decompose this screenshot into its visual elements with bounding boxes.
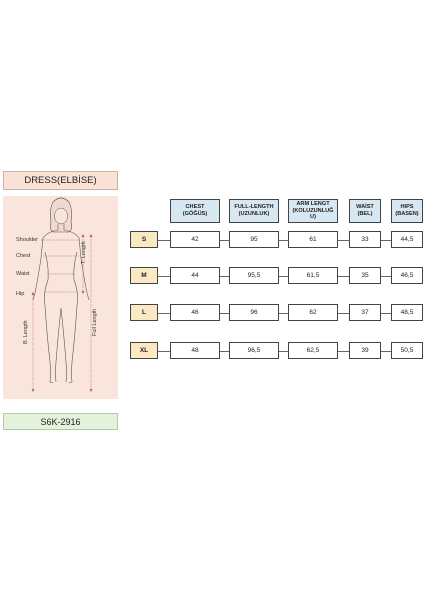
b-length-label: B. Length	[23, 320, 29, 344]
row-connector	[158, 313, 170, 314]
product-code: S6K-2916	[3, 413, 118, 430]
hip-label: Hip	[16, 291, 25, 297]
cell-l-arm-length: 62	[288, 304, 338, 321]
cell-l-chest: 46	[170, 304, 220, 321]
cell-m-hips: 46,5	[391, 267, 423, 284]
header-waist: WAİST (BEL)	[349, 199, 381, 223]
cell-m-waist: 35	[349, 267, 381, 284]
cell-s-waist: 33	[349, 231, 381, 248]
cell-s-arm-length: 61	[288, 231, 338, 248]
row-connector	[279, 240, 288, 241]
size-label-s: S	[130, 231, 158, 248]
cell-xl-chest: 48	[170, 342, 220, 359]
shoulder-label: Shoulder	[16, 237, 39, 243]
cell-m-full-length: 95,5	[229, 267, 279, 284]
row-connector	[158, 240, 170, 241]
cell-l-full-length: 96	[229, 304, 279, 321]
header-chest: CHEST (GÖĞÜS)	[170, 199, 220, 223]
row-connector	[338, 313, 349, 314]
row-connector	[279, 313, 288, 314]
cell-s-full-length: 95	[229, 231, 279, 248]
cell-xl-arm-length: 62,5	[288, 342, 338, 359]
row-connector	[158, 351, 170, 352]
cell-l-hips: 48,5	[391, 304, 423, 321]
size-label-l: L	[130, 304, 158, 321]
t-length-label: T. Length	[81, 241, 87, 264]
header-full-length: FULL-LENGTH (UZUNLUK)	[229, 199, 279, 223]
cell-m-arm-length: 61,5	[288, 267, 338, 284]
row-connector	[381, 351, 391, 352]
cell-xl-full-length: 96,5	[229, 342, 279, 359]
waist-label: Waist	[16, 271, 30, 277]
cell-s-hips: 44,5	[391, 231, 423, 248]
chest-label: Chest	[16, 253, 31, 259]
header-hips: HIPS (BASEN)	[391, 199, 423, 223]
row-connector	[220, 351, 229, 352]
row-connector	[381, 313, 391, 314]
cell-s-chest: 42	[170, 231, 220, 248]
row-connector	[338, 351, 349, 352]
row-connector	[381, 240, 391, 241]
cell-xl-waist: 39	[349, 342, 381, 359]
row-connector	[279, 351, 288, 352]
row-connector	[220, 313, 229, 314]
row-connector	[220, 276, 229, 277]
row-connector	[158, 276, 170, 277]
full-length-label: Full Length	[92, 308, 98, 336]
row-connector	[220, 240, 229, 241]
body-figure-panel: Shoulder Chest Waist Hip T. Length B. Le…	[3, 196, 118, 399]
row-connector	[338, 276, 349, 277]
row-connector	[381, 276, 391, 277]
product-title: DRESS(ELBİSE)	[3, 171, 118, 190]
size-label-xl: XL	[130, 342, 158, 359]
header-arm-length: ARM LENGT (KOLUZUNLUĞ U)	[288, 199, 338, 223]
body-silhouette-illustration	[31, 197, 93, 392]
cell-m-chest: 44	[170, 267, 220, 284]
cell-l-waist: 37	[349, 304, 381, 321]
size-label-m: M	[130, 267, 158, 284]
row-connector	[338, 240, 349, 241]
row-connector	[279, 276, 288, 277]
cell-xl-hips: 50,5	[391, 342, 423, 359]
